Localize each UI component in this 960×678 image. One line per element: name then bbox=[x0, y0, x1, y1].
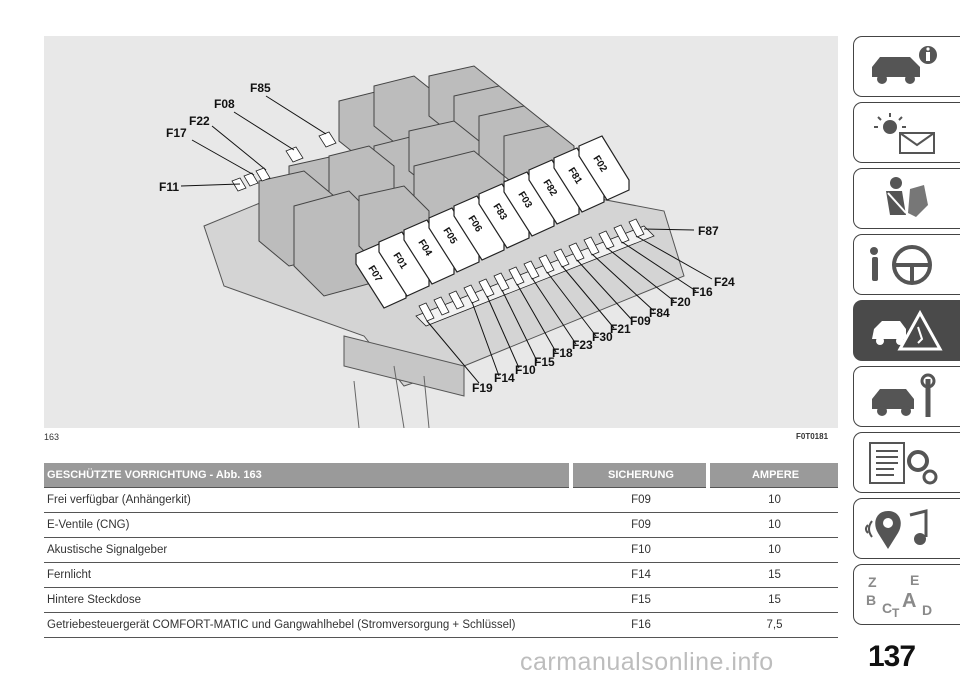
table-row: Fernlicht F14 15 bbox=[44, 562, 838, 588]
index-icon: Z E B A C T D bbox=[866, 572, 932, 619]
callout-label: F17 bbox=[166, 126, 187, 140]
table-row: E-Ventile (CNG) F09 10 bbox=[44, 512, 838, 538]
cell-amps: 10 bbox=[708, 487, 838, 513]
cell-device: Getriebesteuergerät COMFORT-MATIC und Ga… bbox=[44, 612, 571, 638]
fuse-box-illustration: F85 F08 F22 F17 F11 F87 F24 F16 F20 F84 … bbox=[159, 65, 735, 428]
callout-label: F23 bbox=[572, 338, 593, 352]
cell-device: Akustische Signalgeber bbox=[44, 537, 571, 563]
callout-label: F08 bbox=[214, 97, 235, 111]
callout-label: F21 bbox=[610, 322, 631, 336]
figure-code: F0T0181 bbox=[796, 432, 829, 441]
cell-device: Frei verfügbar (Anhängerkit) bbox=[44, 487, 571, 513]
tab-warning-lights[interactable] bbox=[853, 102, 960, 163]
cell-fuse: F09 bbox=[571, 487, 708, 513]
table-row: Akustische Signalgeber F10 10 bbox=[44, 537, 838, 563]
index-letter: C bbox=[882, 600, 892, 616]
seat-safety-icon bbox=[886, 177, 928, 217]
tab-technical-data[interactable] bbox=[853, 432, 960, 493]
cell-amps: 15 bbox=[708, 587, 838, 613]
cell-fuse: F10 bbox=[571, 537, 708, 563]
index-letter: E bbox=[910, 572, 919, 588]
callout-label: F87 bbox=[698, 224, 719, 238]
callout-label: F19 bbox=[472, 381, 493, 395]
cell-fuse: F14 bbox=[571, 562, 708, 588]
steering-wheel-icon bbox=[870, 245, 932, 285]
index-letter: A bbox=[902, 590, 916, 612]
index-letter: Z bbox=[868, 574, 877, 590]
cell-amps: 15 bbox=[708, 562, 838, 588]
tab-index[interactable]: Z E B A C T D bbox=[853, 564, 960, 625]
callout-label: F14 bbox=[494, 371, 515, 385]
cell-amps: 10 bbox=[708, 512, 838, 538]
index-letter: T bbox=[892, 606, 900, 619]
warning-lights-icon bbox=[874, 113, 935, 154]
cell-fuse: F16 bbox=[571, 612, 708, 638]
header-device: GESCHÜTZTE VORRICHTUNG - Abb. 163 bbox=[44, 463, 571, 488]
header-amps: AMPERE bbox=[706, 463, 838, 488]
callout-label: F18 bbox=[552, 346, 573, 360]
table-row: Frei verfügbar (Anhängerkit) F09 10 bbox=[44, 487, 838, 513]
callout-label: F10 bbox=[515, 363, 536, 377]
page-number: 137 bbox=[868, 640, 916, 673]
tab-multimedia[interactable] bbox=[853, 498, 960, 559]
fuse-table: GESCHÜTZTE VORRICHTUNG - Abb. 163 SICHER… bbox=[44, 463, 838, 638]
cell-amps: 7,5 bbox=[708, 612, 838, 638]
callout-label: F85 bbox=[250, 81, 271, 95]
index-letter: B bbox=[866, 592, 876, 608]
figure-number: 163 bbox=[44, 432, 60, 442]
callout-label: F24 bbox=[714, 275, 735, 289]
cell-device: E-Ventile (CNG) bbox=[44, 512, 571, 538]
index-letter: D bbox=[922, 602, 932, 618]
cell-amps: 10 bbox=[708, 537, 838, 563]
technical-data-icon bbox=[869, 442, 938, 485]
cell-device: Hintere Steckdose bbox=[44, 587, 571, 613]
tab-maintenance[interactable] bbox=[853, 366, 960, 427]
callout-label: F09 bbox=[630, 314, 651, 328]
watermark: carmanualsonline.info bbox=[520, 648, 774, 676]
callout-label: F84 bbox=[649, 306, 670, 320]
table-row: Getriebesteuergerät COMFORT-MATIC und Ga… bbox=[44, 612, 838, 638]
callout-label: F15 bbox=[534, 355, 555, 369]
callout-label: F16 bbox=[692, 285, 713, 299]
multimedia-icon bbox=[865, 509, 928, 549]
emergency-icon bbox=[872, 309, 943, 351]
tab-steering[interactable] bbox=[853, 234, 960, 295]
cell-fuse: F15 bbox=[571, 587, 708, 613]
fuse-box-figure: F85 F08 F22 F17 F11 F87 F24 F16 F20 F84 … bbox=[44, 36, 838, 428]
cell-fuse: F09 bbox=[571, 512, 708, 538]
table-header-row: GESCHÜTZTE VORRICHTUNG - Abb. 163 SICHER… bbox=[44, 463, 838, 488]
callout-label: F30 bbox=[592, 330, 613, 344]
tab-seat-safety[interactable] bbox=[853, 168, 960, 229]
callout-label: F22 bbox=[189, 114, 210, 128]
cell-device: Fernlicht bbox=[44, 562, 571, 588]
tab-emergency[interactable] bbox=[853, 300, 960, 361]
table-row: Hintere Steckdose F15 15 bbox=[44, 587, 838, 613]
callout-label: F20 bbox=[670, 295, 691, 309]
tab-car-info[interactable] bbox=[853, 36, 960, 97]
header-fuse: SICHERUNG bbox=[569, 463, 708, 488]
callout-label: F11 bbox=[159, 180, 179, 194]
car-info-icon bbox=[872, 46, 937, 84]
maintenance-icon bbox=[872, 373, 936, 417]
